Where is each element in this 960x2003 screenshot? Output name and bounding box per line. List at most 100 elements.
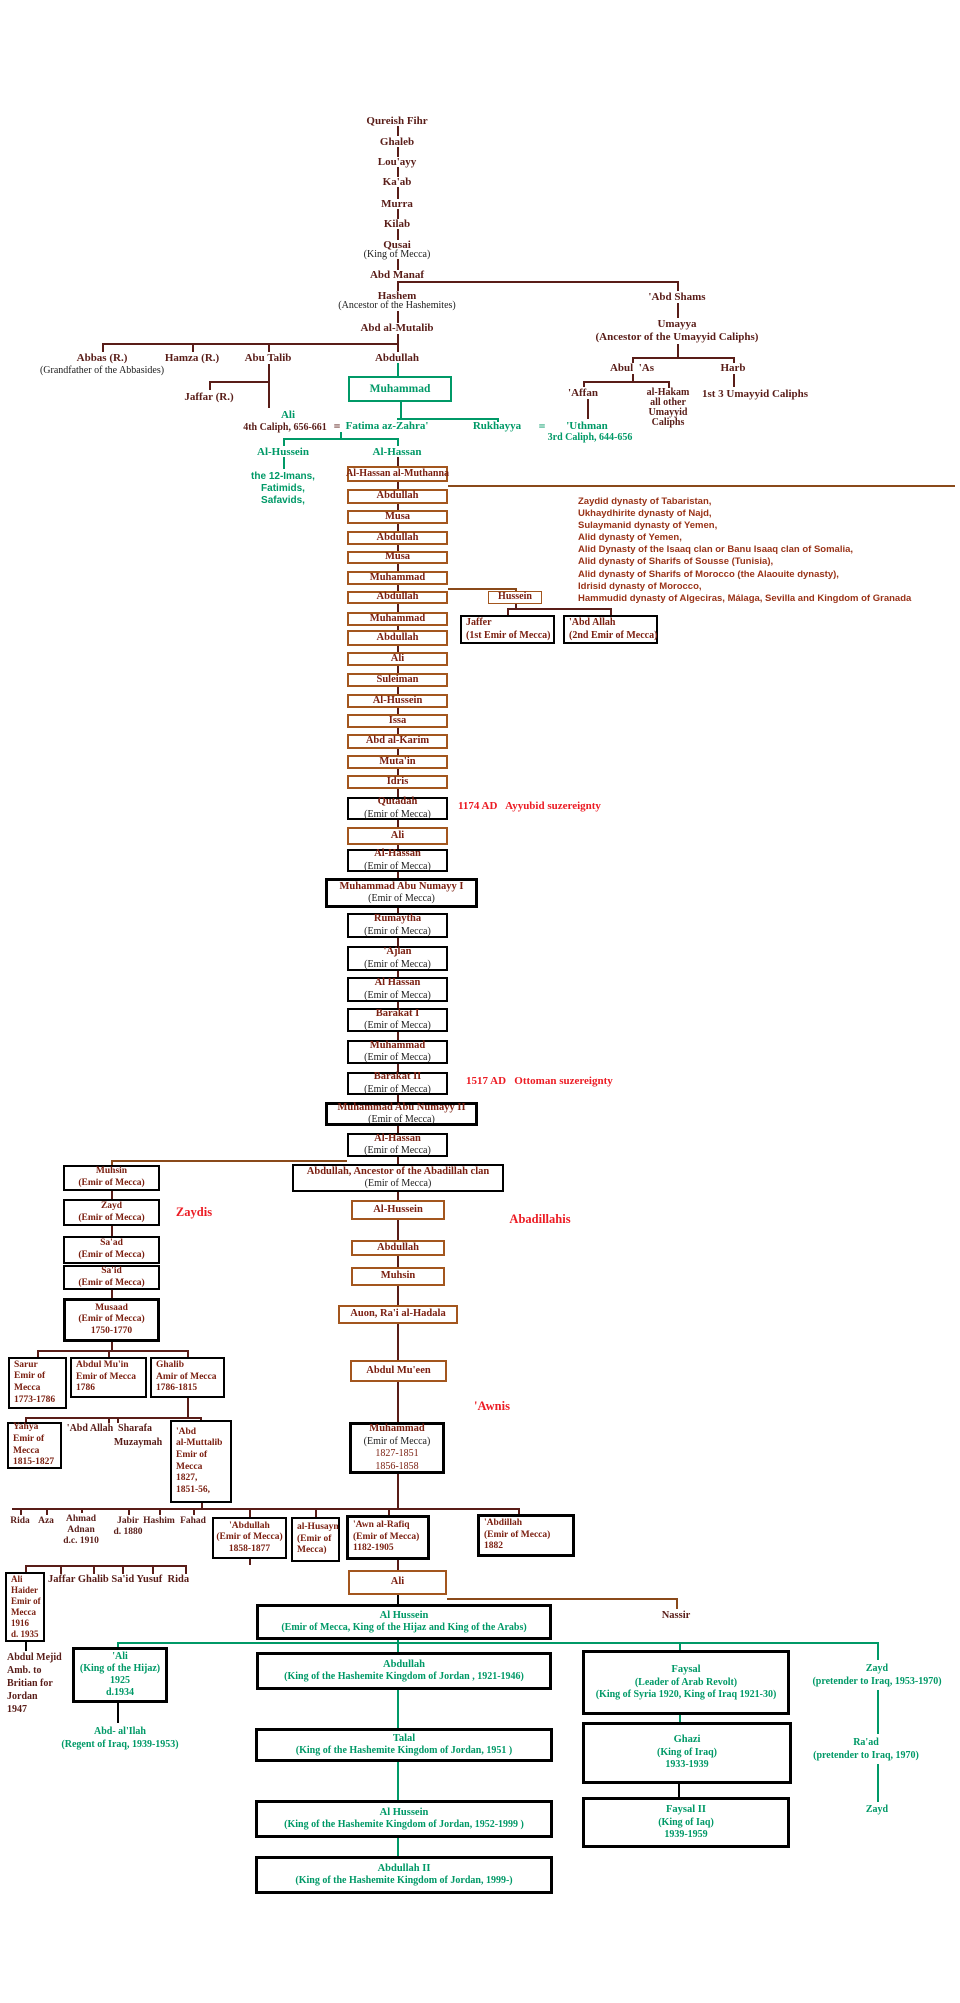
al-hassan-5-label: Al-Hassan — [374, 1132, 421, 1144]
jaffar-ghalib-row-line: Jaffar Ghalib Sa'id Yusuf Rida — [48, 1574, 190, 1585]
al-hakam-line: all other — [650, 397, 686, 408]
abd-al-muttalib-label: Emir of — [176, 1449, 208, 1460]
connector-line — [25, 1417, 27, 1422]
connector-line — [679, 1642, 681, 1650]
connector-line — [397, 482, 399, 489]
abd-al-mutalib-line: Abd al-Mutalib — [360, 322, 434, 334]
abadillahis-label-line: Abadillahis — [509, 1212, 571, 1226]
twelve-imams-line: Fatimids, — [261, 483, 305, 494]
connector-line — [108, 1350, 110, 1357]
twelve-imams-line: Safavids, — [261, 495, 305, 506]
connector-line — [397, 564, 399, 571]
faysal-2-box: Faysal II(King of Iaq)1939-1959 — [582, 1797, 790, 1848]
faysal-2-label: 1939-1959 — [664, 1828, 708, 1840]
connector-line — [397, 1157, 399, 1164]
dynasty-list: Zaydid dynasty of Tabaristan,Ukhaydhirit… — [578, 496, 911, 605]
connector-line — [397, 789, 399, 797]
ali-haider-label: d. 1935 — [11, 1628, 39, 1639]
musa-2-box: Musa — [347, 551, 448, 564]
connector-line — [397, 845, 399, 849]
louayy: Lou'ayy — [378, 156, 417, 169]
musaad-zaydi-label: (Emir of Mecca) — [78, 1314, 145, 1325]
barakat-2-label: Barakat II — [373, 1071, 422, 1083]
ghazi-label: (King of Iraq) — [657, 1747, 717, 1759]
fatima-line: Fatima az-Zahra' — [345, 420, 429, 432]
connector-line — [102, 343, 104, 352]
ali-king-hijaz-label: 1925 — [110, 1675, 130, 1686]
idris-label: Idris — [386, 775, 409, 787]
faysal-king-iraq-box: Faysal(Leader of Arab Revolt)(King of Sy… — [582, 1650, 790, 1715]
connector-line — [397, 820, 399, 827]
abd-al-muttalib-label: 1851-56, — [176, 1484, 211, 1495]
zaydis-label: Zaydis — [176, 1205, 212, 1219]
talal-label: (King of the Hashemite Kingdom of Jordan… — [295, 1745, 513, 1757]
louayy-line: Lou'ayy — [377, 156, 417, 168]
ali-haider-label: Mecca — [11, 1607, 36, 1617]
connector-line — [397, 334, 399, 343]
al-husayn-label: Mecca) — [297, 1545, 327, 1556]
zaydis-label-line: Zaydis — [175, 1205, 213, 1219]
al-hussein-imam: Al-Hussein — [257, 446, 309, 459]
abdullah-1858-label: 'Abdullah — [229, 1520, 270, 1531]
connector-line — [397, 438, 399, 446]
yahya-label: Mecca — [13, 1445, 40, 1456]
mutain-label: Muta'in — [379, 755, 416, 767]
connector-line — [283, 438, 397, 440]
connector-line — [25, 1642, 27, 1651]
aza: Aza — [38, 1516, 54, 1527]
al-husayn-label: (Emir of — [297, 1533, 332, 1544]
abdul-mejid-line: Abdul Mejid — [7, 1652, 62, 1663]
abdul-mejid-line: Britian for — [7, 1678, 53, 1689]
al-hakam-line: Caliphs — [651, 417, 685, 428]
ali-sharif-label: Ali — [390, 1576, 405, 1588]
connector-line — [397, 147, 399, 157]
hashem-note: (Ancestor of the Hashemites) — [338, 300, 455, 312]
twelve-imams: the 12-Imans,Fatimids,Safavids, — [251, 471, 315, 507]
abdillah-1882-label: (Emir of Mecca) — [484, 1529, 551, 1540]
abd-al-muttalib-label: 1827, — [176, 1473, 198, 1484]
said-zaydi-label: Sa'id — [101, 1265, 122, 1276]
abdul-mejid-line: 1947 — [7, 1704, 27, 1715]
dynasty-list-line: Hammudid dynasty of Algeciras, Málaga, S… — [578, 592, 912, 604]
connector-line — [397, 1256, 399, 1267]
dynasty-list-line: Sulaymanid dynasty of Yemen, — [578, 520, 718, 532]
connector-line — [187, 1350, 189, 1357]
muhammad-abu-numayy-2-label: Muhammad Abu Numayy II — [337, 1101, 466, 1113]
ottoman-note: 1517 AD Ottoman suzereignty — [466, 1075, 613, 1088]
connector-line — [507, 608, 509, 615]
connector-line — [677, 344, 679, 357]
awn-al-rafiq-box: 'Awn al-Rafiq(Emir of Mecca)1182-1905 — [346, 1515, 430, 1560]
muhammad-2-box: Muhammad — [347, 571, 448, 585]
sarur-label: Sarur — [14, 1359, 38, 1370]
connector-line — [397, 229, 399, 240]
barakat-1-box: Barakat I(Emir of Mecca) — [347, 1008, 448, 1032]
muhammad-emir-1827-label: 1827-1851 — [375, 1448, 419, 1460]
connector-line — [159, 1508, 161, 1515]
connector-line — [60, 1565, 62, 1574]
connector-line — [448, 485, 955, 487]
faysal-king-iraq-label: (King of Syria 1920, King of Iraq 1921-3… — [595, 1688, 777, 1700]
ghaleb-line: Ghaleb — [379, 136, 415, 148]
hamza-line: Hamza (R.) — [164, 352, 220, 364]
abd-manaf: Abd Manaf — [370, 269, 424, 282]
al-hassan-4-label: Al Hassan — [374, 977, 421, 989]
ali-caliph-note: 4th Caliph, 656-661 — [243, 422, 327, 434]
qusai: Qusai — [383, 239, 411, 252]
abdullah-2-label: Abdullah — [376, 490, 419, 502]
ahmad-adnan-line: d.c. 1910 — [63, 1536, 99, 1546]
dynasty-list-line: Alid dynasty of Sharifs of Sousse (Tunis… — [578, 556, 774, 568]
al-hassan-imam-line: Al-Hassan — [372, 446, 422, 458]
abu-talib-line: Abu Talib — [244, 352, 292, 364]
muhammad-4-box: Muhammad(Emir of Mecca) — [347, 1040, 448, 1064]
auon-rai-al-hadala-box: Auon, Ra'i al-Hadala — [338, 1305, 458, 1324]
barakat-1-label: Barakat I — [375, 1007, 420, 1019]
connector-line — [397, 1192, 399, 1200]
awnis-label: 'Awnis — [474, 1399, 510, 1413]
connector-line — [152, 1565, 154, 1574]
al-hassan-5-label: (Emir of Mecca) — [364, 1145, 431, 1157]
ali-king-hijaz-label: (King of the Hijaz) — [79, 1662, 161, 1674]
connector-line — [515, 604, 517, 608]
hashem-note-line: (Ancestor of the Hashemites) — [338, 300, 456, 311]
dynasty-list-line: Zaydid dynasty of Tabaristan, — [578, 496, 712, 507]
